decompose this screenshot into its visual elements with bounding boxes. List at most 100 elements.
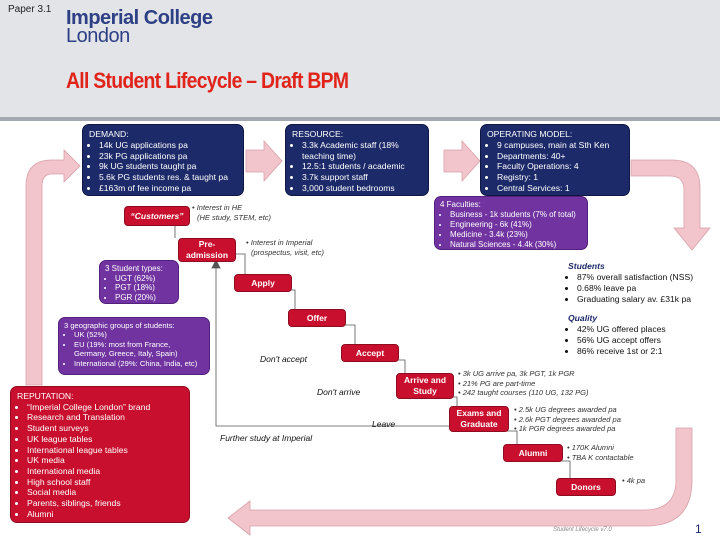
reputation-item: Parents, siblings, friends bbox=[27, 498, 183, 509]
note-text: (HE study, STEM, etc) bbox=[197, 212, 272, 222]
connector-accept-arrive bbox=[395, 359, 406, 373]
faculty-item: Natural Sciences - 4.4k (30%) bbox=[450, 240, 582, 250]
paper-reference: Paper 3.1 bbox=[8, 4, 52, 15]
student-type-item: UGT (62%) bbox=[115, 274, 173, 284]
logo-line-1: Imperial College bbox=[66, 7, 213, 29]
note-interest-imperial: • Interest in Imperial (prospectus, visi… bbox=[246, 238, 324, 257]
arrow-right-downward bbox=[630, 159, 711, 251]
further-study-arrowhead bbox=[211, 259, 221, 269]
quality-item: 86% receive 1st or 2:1 bbox=[577, 346, 718, 357]
demand-item: 5.6k PG students res. & taught pa bbox=[99, 172, 237, 183]
label-leave: Leave bbox=[372, 419, 396, 429]
note-text: 2.6k PGT degrees awarded pa bbox=[518, 414, 621, 424]
student-type-item: PGR (20%) bbox=[115, 293, 173, 303]
students-item: 0.68% leave pa bbox=[577, 283, 718, 294]
quality-item: 42% UG offered places bbox=[577, 324, 718, 335]
faculty-item: Engineering - 6k (41%) bbox=[450, 220, 582, 230]
operating-model-box: OPERATING MODEL: 9 campuses, main at Sth… bbox=[480, 124, 630, 196]
note-text: 242 taught courses (110 UG, 132 PG) bbox=[462, 388, 589, 397]
connector-alumni-donors bbox=[560, 460, 571, 478]
note-text: TBA K contactable bbox=[571, 452, 634, 462]
step-exams-and-graduate: Exams and Graduate bbox=[449, 406, 509, 432]
reputation-item: Student surveys bbox=[27, 423, 183, 434]
faculties-heading: 4 Faculties: bbox=[440, 200, 481, 209]
step-donors: Donors bbox=[556, 478, 616, 496]
note-alumni: • 170K Alumni • TBA K contactable bbox=[567, 443, 634, 462]
quality-item: 56% UG accept offers bbox=[577, 335, 718, 346]
label-further-study: Further study at Imperial bbox=[220, 433, 313, 443]
note-text: 2.5k UG degrees awarded pa bbox=[518, 405, 617, 414]
geographic-groups-box: 3 geographic groups of students: UK (52%… bbox=[58, 317, 210, 375]
reputation-item: UK league tables bbox=[27, 434, 183, 445]
faculty-item: Medicine - 3.4k (23%) bbox=[450, 230, 582, 240]
students-quality-panel: Students 87% overall satisfaction (NSS) … bbox=[568, 261, 718, 357]
footer-doc-ref: Student Lifecycle v7.0 bbox=[553, 527, 612, 533]
operating-item: Faculty Operations: 4 bbox=[497, 161, 623, 172]
note-text: 4k pa bbox=[626, 476, 646, 485]
note-donors: • 4k pa bbox=[622, 476, 646, 485]
student-types-heading: 3 Student types: bbox=[105, 264, 163, 273]
faculty-item: Business - 1k students (7% of total) bbox=[450, 210, 582, 220]
student-types-box: 3 Student types: UGT (62%) PGT (18%) PGR… bbox=[99, 260, 179, 304]
operating-item: Registry: 1 bbox=[497, 172, 623, 183]
step-accept: Accept bbox=[341, 344, 399, 362]
demand-box: DEMAND: 14k UG applications pa 23k PG ap… bbox=[82, 124, 244, 196]
resource-item: 3,000 student bedrooms bbox=[302, 183, 422, 194]
reputation-item: Research and Translation bbox=[27, 412, 183, 423]
step-arrive-and-study: Arrive and Study bbox=[396, 373, 454, 399]
step-customers: “Customers” bbox=[124, 206, 190, 226]
reputation-item: International league tables bbox=[27, 445, 183, 456]
demand-item: 9k UG students taught pa bbox=[99, 161, 237, 172]
reputation-item: International media bbox=[27, 466, 183, 477]
operating-item: Departments: 40+ bbox=[497, 151, 623, 162]
step-apply: Apply bbox=[234, 274, 292, 292]
label-dont-arrive: Don't arrive bbox=[317, 387, 361, 397]
page-number: 1 bbox=[695, 522, 702, 536]
resource-item: 12.5:1 students / academic bbox=[302, 161, 422, 172]
reputation-box: REPUTATION: “Imperial College London” br… bbox=[10, 386, 190, 523]
resource-item: 3.3k Academic staff (18% teaching time) bbox=[302, 140, 422, 162]
note-text: 3k UG arrive pa, 3k PGT, 1k PGR bbox=[462, 369, 575, 378]
header-band bbox=[0, 0, 720, 117]
arrow-right-2 bbox=[443, 139, 481, 183]
reputation-item: Social media bbox=[27, 487, 183, 498]
demand-item: 14k UG applications pa bbox=[99, 140, 237, 151]
arrow-right-1 bbox=[245, 139, 283, 183]
students-heading: Students bbox=[568, 261, 605, 271]
note-text: 1k PGR degrees awarded pa bbox=[518, 424, 616, 433]
connector-pre-apply bbox=[235, 253, 246, 274]
student-type-item: PGT (18%) bbox=[115, 283, 173, 293]
students-item: Graduating salary av. £31k pa bbox=[577, 294, 718, 305]
connector-offer-accept bbox=[345, 324, 356, 344]
reputation-item: UK media bbox=[27, 455, 183, 466]
reputation-item: High school staff bbox=[27, 477, 183, 488]
geo-item: International (29%: China, India, etc) bbox=[74, 359, 204, 368]
note-text: (prospectus, visit, etc) bbox=[251, 247, 324, 257]
operating-heading: OPERATING MODEL: bbox=[487, 129, 573, 139]
students-item: 87% overall satisfaction (NSS) bbox=[577, 272, 718, 283]
resource-box: RESOURCE: 3.3k Academic staff (18% teach… bbox=[285, 124, 429, 196]
slide-title: All Student Lifecycle – Draft BPM bbox=[66, 68, 349, 93]
demand-item: 23k PG applications pa bbox=[99, 151, 237, 162]
arrow-bottom-return bbox=[227, 427, 693, 536]
geo-heading: 3 geographic groups of students: bbox=[64, 321, 175, 330]
note-text: 21% PG are part-time bbox=[462, 378, 536, 388]
note-exams: • 2.5k UG degrees awarded pa • 2.6k PGT … bbox=[514, 405, 621, 433]
resource-item: 3.7k support staff bbox=[302, 172, 422, 183]
note-text: Interest in Imperial bbox=[250, 238, 313, 247]
operating-item: Central Services: 1 bbox=[497, 183, 623, 194]
note-text: 170K Alumni bbox=[571, 443, 614, 452]
note-interest-he: • Interest in HE (HE study, STEM, etc) bbox=[192, 203, 272, 222]
connector-further-study bbox=[215, 266, 449, 427]
note-arrive: • 3k UG arrive pa, 3k PGT, 1k PGR • 21% … bbox=[458, 369, 589, 397]
geo-item: UK (52%) bbox=[74, 330, 204, 339]
operating-item: 9 campuses, main at Sth Ken bbox=[497, 140, 623, 151]
connector-exams-alumni bbox=[507, 430, 518, 444]
resource-heading: RESOURCE: bbox=[292, 129, 344, 139]
demand-item: £163m of fee income pa bbox=[99, 183, 237, 194]
header-divider bbox=[0, 117, 720, 121]
reputation-item: Alumni bbox=[27, 509, 183, 520]
connector-apply-offer bbox=[285, 289, 296, 309]
step-alumni: Alumni bbox=[503, 444, 563, 462]
arrow-left-upward bbox=[25, 149, 81, 386]
